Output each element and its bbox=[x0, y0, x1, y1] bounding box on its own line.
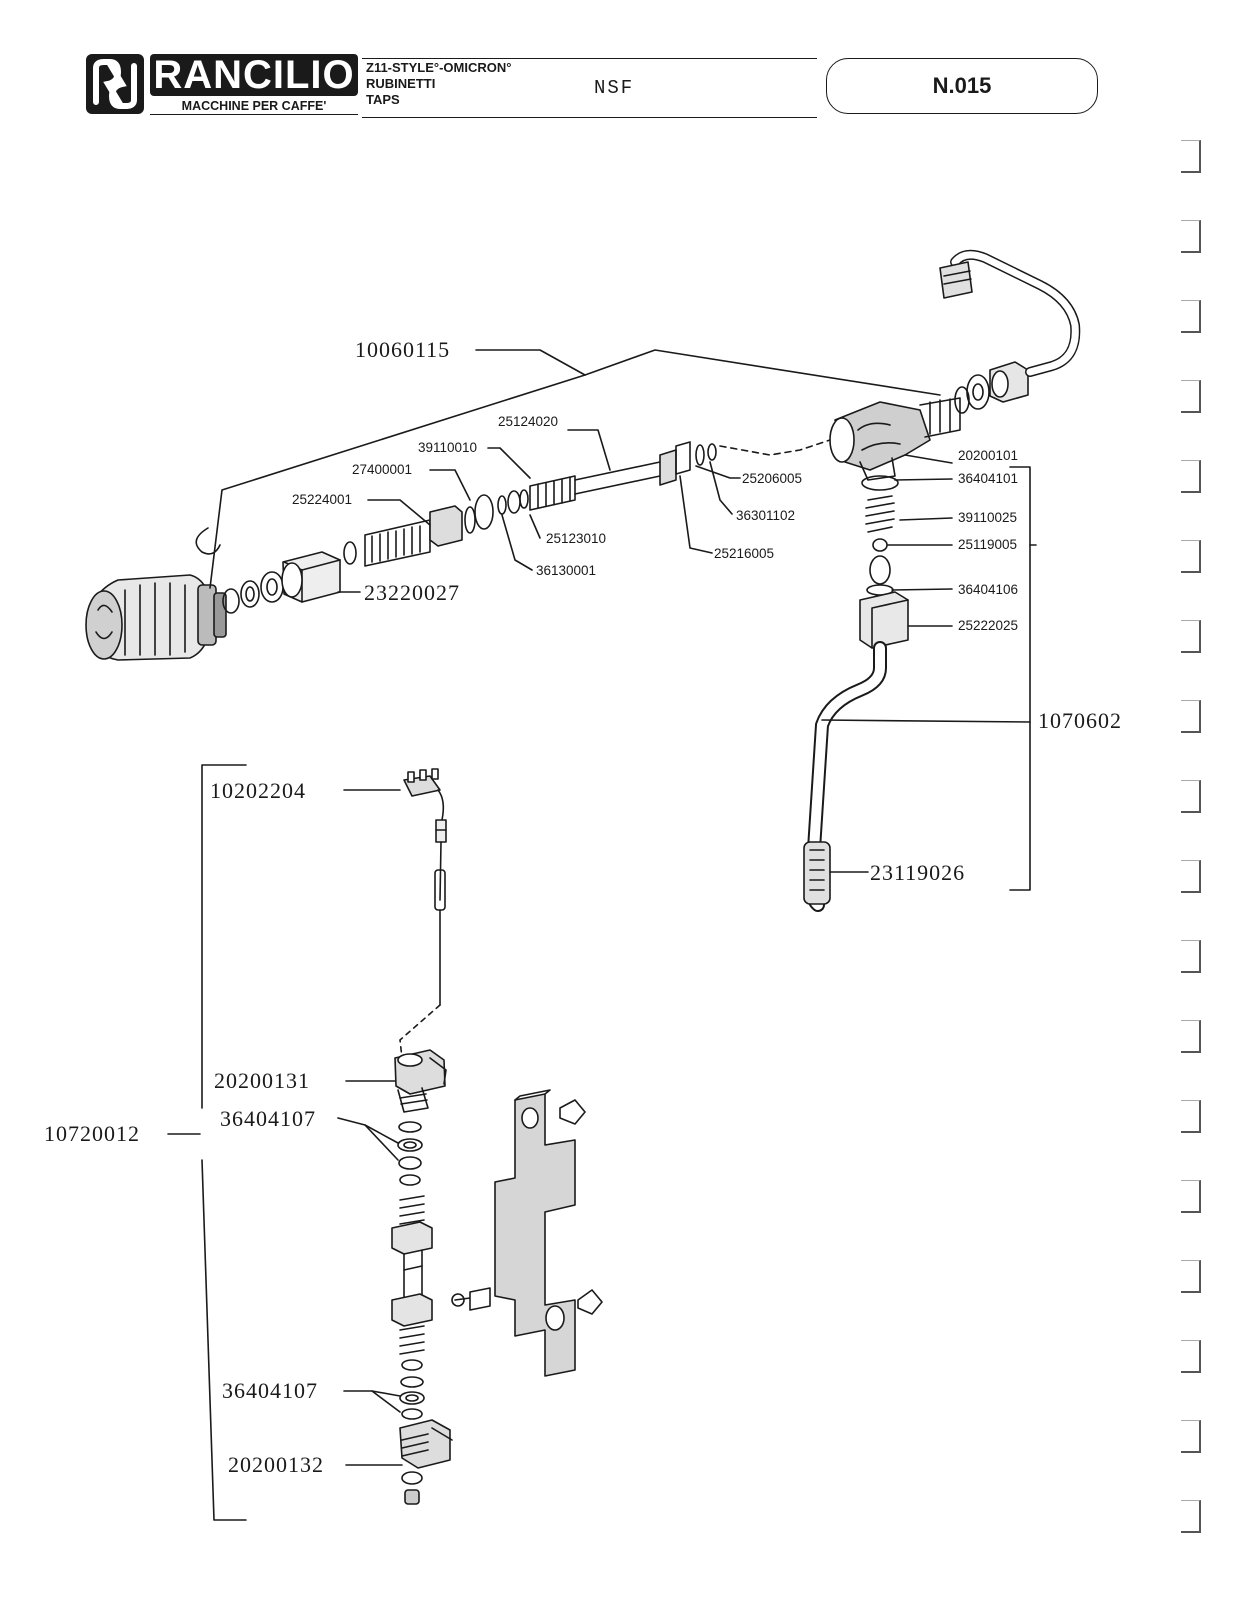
part-label-1070602: 1070602 bbox=[1038, 708, 1122, 733]
part-label-39110025: 39110025 bbox=[958, 510, 1017, 525]
level-probe bbox=[399, 768, 447, 1059]
part-label-36404106: 36404106 bbox=[958, 582, 1018, 597]
part-label-36404107-lower: 36404107 bbox=[222, 1378, 318, 1403]
mounting-bracket bbox=[451, 1089, 603, 1377]
part-label-23220027: 23220027 bbox=[364, 580, 460, 605]
part-label-39110010: 39110010 bbox=[418, 440, 477, 455]
tap-knob bbox=[85, 574, 227, 661]
part-label-25119005: 25119005 bbox=[958, 537, 1017, 552]
part-label-36130001: 36130001 bbox=[536, 563, 596, 578]
rancilio-logo-mark-icon bbox=[86, 54, 144, 114]
brand-name: RANCILIO bbox=[150, 54, 358, 96]
part-label-25206005: 25206005 bbox=[742, 471, 802, 486]
part-label-25216005: 25216005 bbox=[714, 546, 774, 561]
part-label-20200131: 20200131 bbox=[214, 1068, 310, 1093]
part-label-20200132: 20200132 bbox=[228, 1452, 324, 1477]
valve-body bbox=[364, 505, 476, 567]
model-title: Z11-STYLE°-OMICRON° bbox=[366, 60, 512, 75]
model-block: Z11-STYLE°-OMICRON° RUBINETTI TAPS NSF bbox=[362, 58, 817, 118]
rancilio-logo: RANCILIO MACCHINE PER CAFFE' bbox=[86, 54, 358, 116]
part-label-25123010: 25123010 bbox=[546, 531, 606, 546]
tap-body bbox=[829, 397, 961, 481]
section-title-english: TAPS bbox=[366, 92, 400, 107]
part-label-27400001: 27400001 bbox=[352, 462, 412, 477]
part-label-36301102: 36301102 bbox=[736, 508, 795, 523]
part-label-25224001: 25224001 bbox=[292, 492, 352, 507]
brand-tagline: MACCHINE PER CAFFE' bbox=[150, 98, 358, 115]
part-label-10720012: 10720012 bbox=[44, 1121, 140, 1146]
section-title-italian: RUBINETTI bbox=[366, 76, 436, 91]
nut bbox=[281, 551, 341, 603]
certification-label: NSF bbox=[594, 77, 635, 99]
part-label-25222025: 25222025 bbox=[958, 618, 1018, 633]
page-number: N.015 bbox=[826, 58, 1098, 114]
binder-edge-marks bbox=[1175, 140, 1215, 1580]
part-label-20200101: 20200101 bbox=[958, 448, 1018, 463]
part-label-25124020: 25124020 bbox=[498, 414, 558, 429]
part-label-23119026: 23119026 bbox=[870, 860, 965, 885]
part-label-10060115: 10060115 bbox=[355, 337, 450, 362]
part-label-10202204: 10202204 bbox=[210, 778, 306, 803]
part-label-36404107-upper: 36404107 bbox=[220, 1106, 316, 1131]
part-label-36404101: 36404101 bbox=[958, 471, 1018, 486]
